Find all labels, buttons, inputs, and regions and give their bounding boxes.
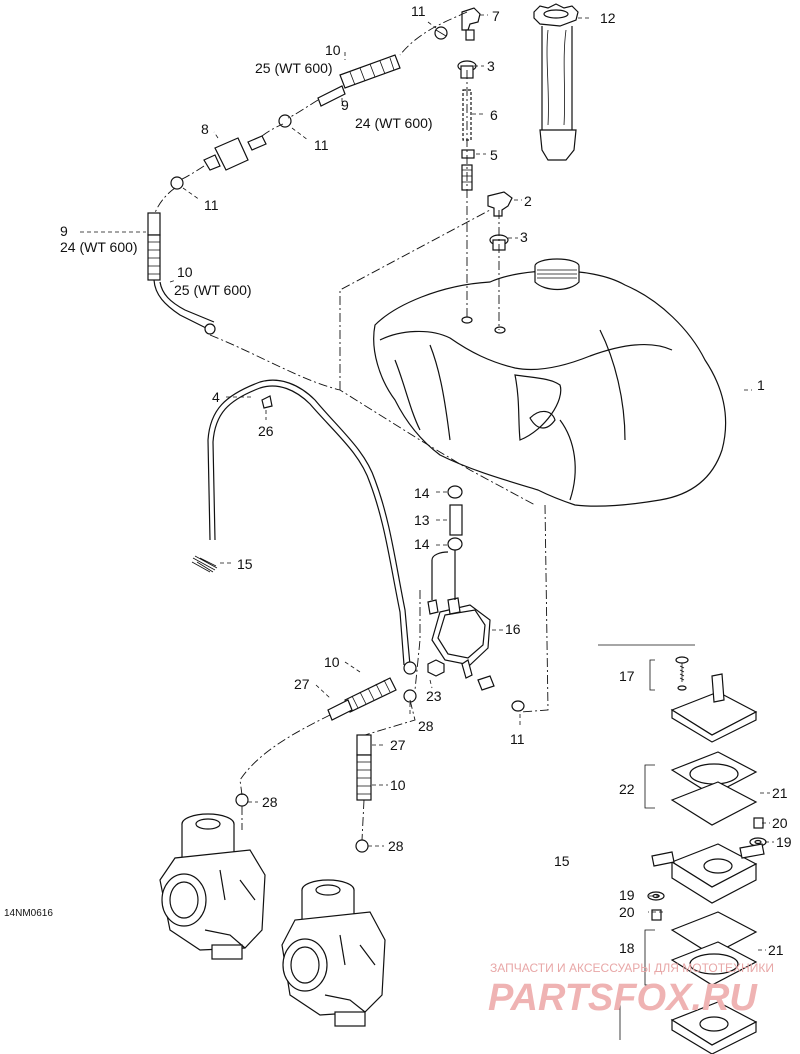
callout-21-bottom: 21 xyxy=(768,942,784,958)
clamp-28-c xyxy=(235,793,249,807)
pump-kit-exploded-view xyxy=(598,644,767,1054)
callout-16: 16 xyxy=(505,621,521,637)
fuel-tank xyxy=(373,258,727,507)
callout-9-left-sub: 24 (WT 600) xyxy=(60,239,138,255)
callout-14-top: 14 xyxy=(414,485,430,501)
callout-11-mid: 11 xyxy=(314,137,329,153)
callout-4: 4 xyxy=(212,389,220,405)
hose-27-left xyxy=(327,699,353,721)
clamp-28-a xyxy=(403,661,417,675)
callout-10-top-sub: 25 (WT 600) xyxy=(255,60,333,76)
screw-17 xyxy=(675,656,689,691)
filter-5 xyxy=(461,149,475,191)
callout-13: 13 xyxy=(414,512,430,528)
callout-20-right: 20 xyxy=(772,815,788,831)
callout-10-left-sub: 25 (WT 600) xyxy=(174,282,252,298)
clamp-14-top xyxy=(447,485,463,499)
callout-1: 1 xyxy=(757,377,765,393)
callout-12: 12 xyxy=(600,10,616,26)
pump-body xyxy=(651,843,765,904)
callout-23: 23 xyxy=(426,688,442,704)
diagram-code: 14NM0616 xyxy=(4,908,53,919)
fuel-pump-16 xyxy=(427,597,495,691)
hose-10-lower-right xyxy=(356,754,372,801)
hose-9-top xyxy=(317,85,346,107)
callout-27-right: 27 xyxy=(390,737,406,753)
clamp-11-top xyxy=(434,26,448,40)
callout-11-pump: 11 xyxy=(510,731,525,747)
callout-10-lower-right: 10 xyxy=(390,777,406,793)
callout-26: 26 xyxy=(258,423,274,439)
callout-11-left: 11 xyxy=(204,197,219,213)
callout-22: 22 xyxy=(619,781,635,797)
callout-9-top-sub: 24 (WT 600) xyxy=(355,115,433,131)
leader-lines xyxy=(80,14,774,951)
callout-17: 17 xyxy=(619,668,635,684)
callout-21-top: 21 xyxy=(772,785,788,801)
callout-28-pump: 28 xyxy=(418,718,434,734)
carburetor-left xyxy=(159,813,266,960)
callout-11-top: 11 xyxy=(411,3,426,19)
watermark: ЗАПЧАСТИ И АКСЕССУАРЫ ДЛЯ МОТОТЕХНИКИ PA… xyxy=(488,961,774,1019)
callout-6: 6 xyxy=(490,107,498,123)
hose-10-left xyxy=(147,234,161,281)
callout-10-top: 10 xyxy=(325,42,341,58)
callout-7: 7 xyxy=(492,8,500,24)
callout-28-right: 28 xyxy=(388,838,404,854)
clamp-14-bottom xyxy=(447,537,463,551)
callout-19-left: 19 xyxy=(619,887,635,903)
fuel-gauge-12 xyxy=(533,3,579,161)
hose-9-left xyxy=(147,212,161,236)
fuel-filter-8 xyxy=(203,135,267,171)
clamp-28-d xyxy=(355,839,369,853)
hose-10-top xyxy=(339,54,401,89)
valve-20-a xyxy=(753,817,764,829)
nut-23 xyxy=(427,659,445,677)
fuel-line-4 xyxy=(207,379,411,666)
callout-20-left: 20 xyxy=(619,904,635,920)
gasket-21-a xyxy=(670,781,758,826)
clamp-11-pump xyxy=(511,700,525,712)
clip-26 xyxy=(261,395,273,409)
callout-9-left: 9 xyxy=(60,223,68,239)
callout-3-top: 3 xyxy=(487,58,495,74)
callout-19-right: 19 xyxy=(776,834,792,850)
callout-3-lower: 3 xyxy=(520,229,528,245)
gasket-21-b xyxy=(670,911,758,956)
callout-14-bottom: 14 xyxy=(414,536,430,552)
callout-27-left: 27 xyxy=(294,676,310,692)
clamp-11-left xyxy=(170,176,184,190)
callout-2: 2 xyxy=(524,193,532,209)
tee-fitting-2 xyxy=(487,191,513,217)
callout-5: 5 xyxy=(490,147,498,163)
clamp-28-b xyxy=(403,689,417,703)
callout-8: 8 xyxy=(201,121,209,137)
hose-10-lower-left xyxy=(344,677,397,713)
tee-fitting-7 xyxy=(461,7,481,41)
hose-27-right xyxy=(356,734,372,756)
callout-15-spring: 15 xyxy=(237,556,253,572)
valve-20-b xyxy=(651,909,662,921)
watermark-brand: PARTSFOX.RU xyxy=(488,977,758,1019)
callout-10-left: 10 xyxy=(177,264,193,280)
spring-15 xyxy=(191,555,218,573)
callout-15-kit: 15 xyxy=(554,853,570,869)
pump-cover xyxy=(670,673,758,743)
callout-labels: 1 2 3 3 4 5 6 7 8 9 24 (WT 600) 9 24 (WT… xyxy=(60,3,792,958)
diaphragm-18 xyxy=(670,941,758,986)
callout-9-top: 9 xyxy=(341,97,349,113)
hose-13 xyxy=(449,504,463,536)
callout-28-left: 28 xyxy=(262,794,278,810)
tube-6 xyxy=(462,89,472,141)
callout-18: 18 xyxy=(619,940,635,956)
watermark-tagline: ЗАПЧАСТИ И АКСЕССУАРЫ ДЛЯ МОТОТЕХНИКИ xyxy=(490,961,774,975)
callout-10-lower-left: 10 xyxy=(324,654,340,670)
carburetor-right xyxy=(281,879,386,1027)
pump-base xyxy=(670,1001,758,1054)
